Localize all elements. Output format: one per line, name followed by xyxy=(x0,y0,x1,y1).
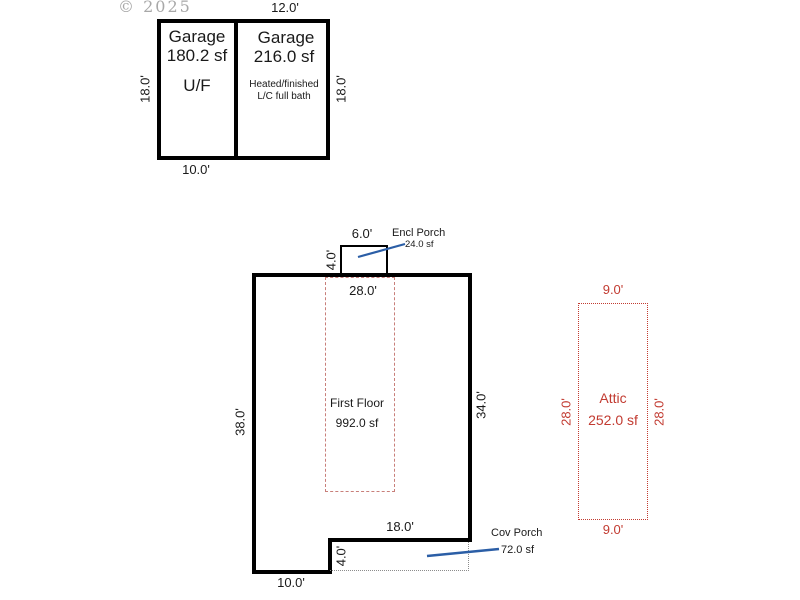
cov-porch-area: 72.0 sf xyxy=(501,544,535,556)
dim-first-floor-width: 28.0' xyxy=(349,283,377,298)
first-floor-wall-step xyxy=(328,538,332,574)
garage-fin-area: 216.0 sf xyxy=(253,47,315,66)
attic-outline xyxy=(578,303,648,520)
dim-garage-top: 12.0' xyxy=(271,0,299,15)
dim-first-floor-bottom-inner: 18.0' xyxy=(386,519,414,534)
dim-encl-porch-depth: 4.0' xyxy=(323,249,339,271)
garage-uf-area: 180.2 sf xyxy=(166,46,228,65)
encl-porch-label: Encl Porch xyxy=(392,227,446,239)
attic-label: Attic xyxy=(599,390,627,406)
dim-first-floor-right: 34.0' xyxy=(473,391,489,419)
garage-fin-note2: L/C full bath xyxy=(257,91,311,102)
dim-encl-porch-width: 6.0' xyxy=(351,226,373,241)
cov-porch-label: Cov Porch xyxy=(491,527,543,539)
dim-attic-bottom: 9.0' xyxy=(602,522,624,537)
dim-garage-right: 18.0' xyxy=(333,75,349,103)
encl-porch-area: 24.0 sf xyxy=(405,239,434,250)
first-floor-area: 992.0 sf xyxy=(335,416,379,430)
garage-fin-title: Garage xyxy=(257,28,315,47)
first-floor-wall-top xyxy=(252,273,472,277)
dim-attic-top: 9.0' xyxy=(602,282,624,297)
attic-area: 252.0 sf xyxy=(588,412,638,428)
first-floor-wall-right xyxy=(468,273,472,542)
dim-first-floor-left: 38.0' xyxy=(232,408,248,436)
copyright-watermark: © 2025 xyxy=(118,0,192,16)
garage-uf-title: Garage xyxy=(168,27,226,46)
garage-fin-note1: Heated/finished xyxy=(249,79,319,90)
first-floor-wall-bottom-inner xyxy=(328,538,472,542)
dim-first-floor-bottom: 10.0' xyxy=(277,575,305,590)
attic-overlay-outline xyxy=(325,277,395,492)
first-floor-wall-left xyxy=(252,273,256,574)
dim-garage-bottom: 10.0' xyxy=(182,162,210,177)
cov-porch-outline xyxy=(330,542,469,571)
first-floor-wall-bottom xyxy=(252,570,332,574)
dim-attic-left: 28.0' xyxy=(558,398,574,426)
dim-garage-left: 18.0' xyxy=(137,75,153,103)
first-floor-label: First Floor xyxy=(330,396,384,410)
dim-attic-right: 28.0' xyxy=(651,398,667,426)
garage-uf-note: U/F xyxy=(183,76,211,95)
garage-divider-wall xyxy=(234,19,238,160)
garage-outline xyxy=(157,19,330,160)
